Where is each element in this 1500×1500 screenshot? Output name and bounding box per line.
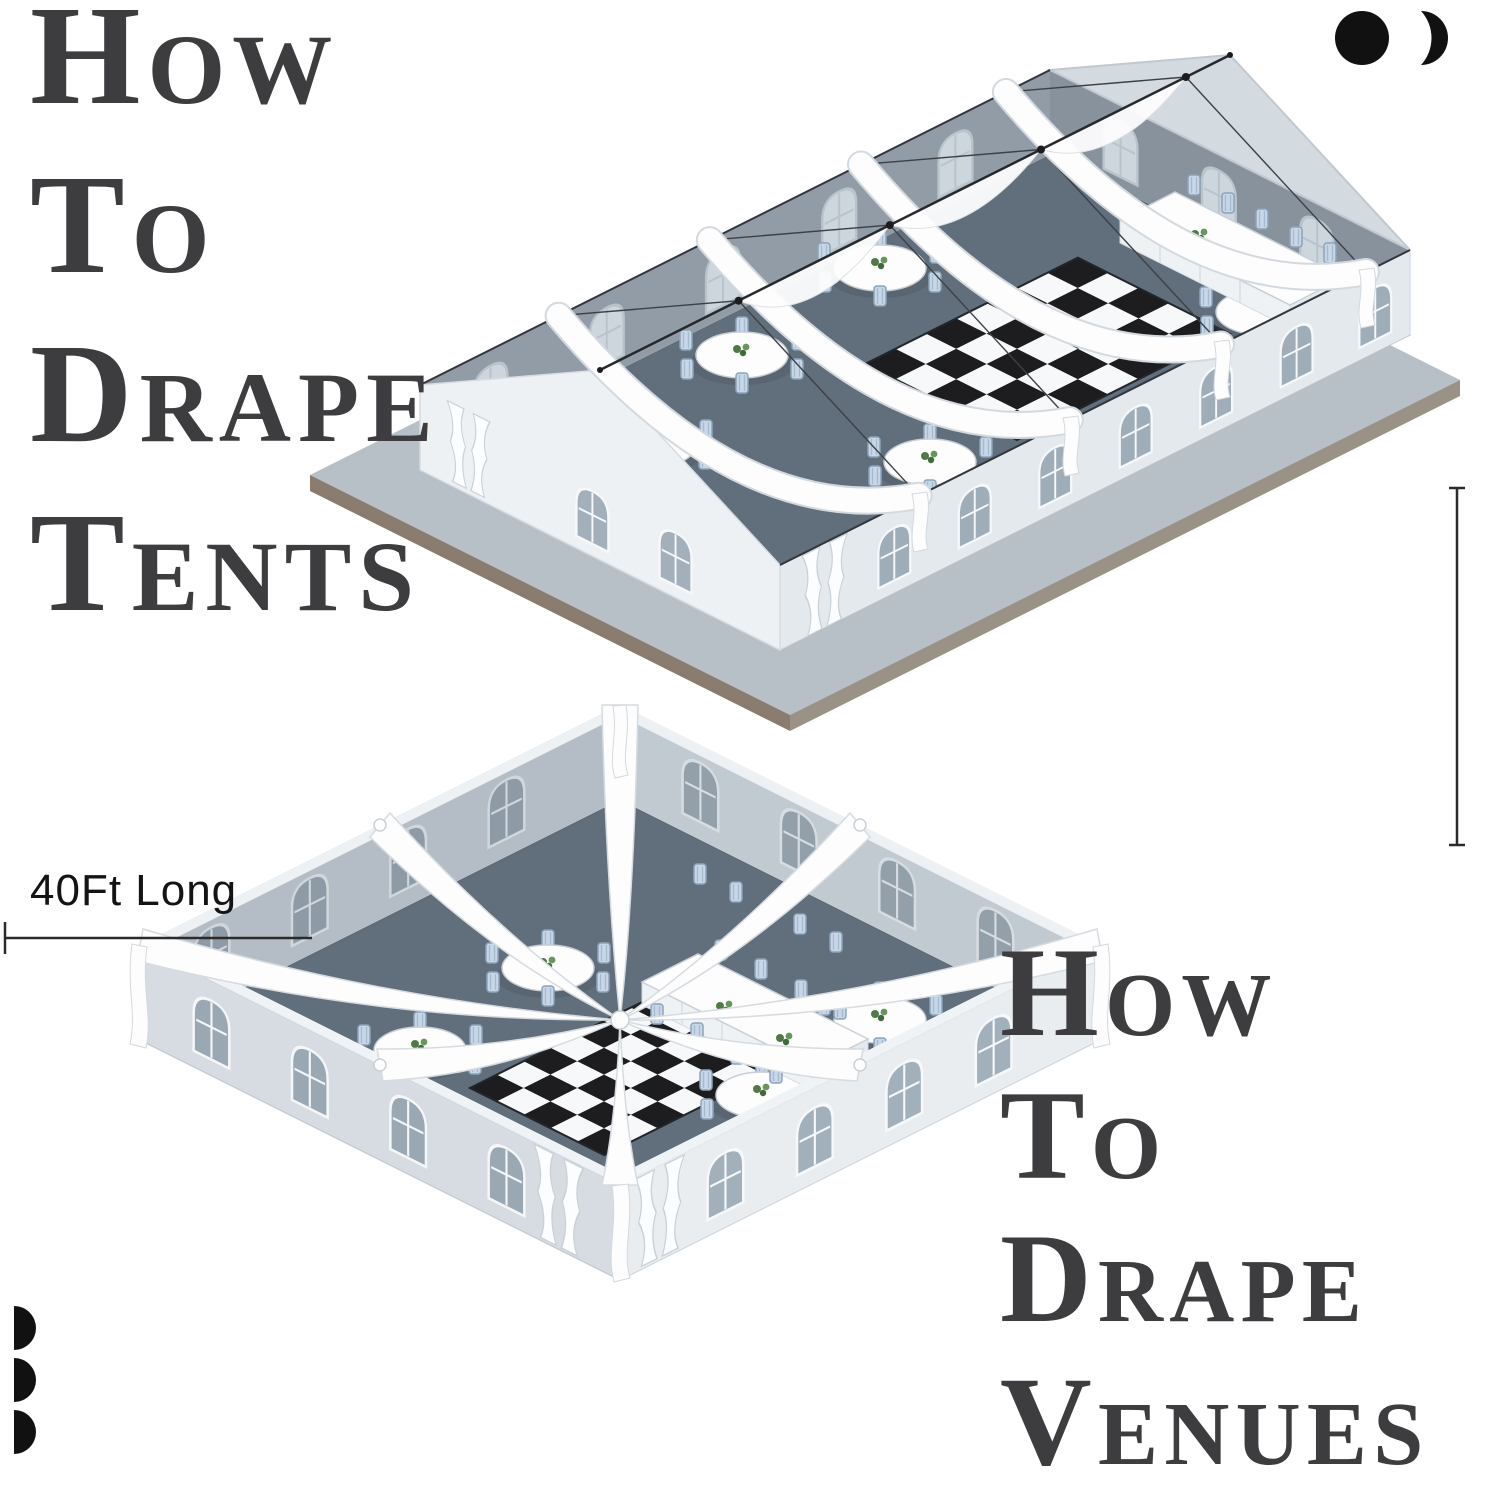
tent-ridge-line <box>599 53 1231 372</box>
title-top-line-2: to <box>30 145 217 303</box>
tent-drape-tails <box>911 267 1376 553</box>
brand-mark-top-right-icon <box>1335 11 1448 65</box>
venue-illustration <box>129 704 1111 1283</box>
title-top-line-3: Drape <box>30 314 440 472</box>
venue-far-left-wall <box>140 705 620 1040</box>
tent-illustration <box>310 52 1460 731</box>
title-top-line-1: How <box>30 0 340 134</box>
venue-drape-apex <box>610 1010 630 1030</box>
height-dimension-line <box>1449 486 1465 847</box>
tent-left-eave <box>419 69 1051 386</box>
title-top-line-4: Tents <box>30 483 421 641</box>
tent-near-gable <box>419 369 781 652</box>
tent-drape-cables <box>558 76 1367 497</box>
venue-star-drapes <box>136 704 1104 1186</box>
venue-far-right-wall <box>620 705 1100 1040</box>
length-dimension-label: 40Ft Long <box>30 866 238 915</box>
title-bottom-line-1: How <box>1000 923 1278 1063</box>
title-bottom-line-3: Drape <box>1000 1209 1369 1349</box>
title-bottom: How to Drape Venues <box>1000 928 1430 1500</box>
scene-svg <box>3 11 1465 1454</box>
tent-plate-edge-left <box>310 475 790 731</box>
length-dimension-line <box>3 922 312 954</box>
venue-drape-tails <box>129 704 1111 1283</box>
tent-ridge-anchors <box>597 52 1233 373</box>
venue-drape-knots <box>373 818 867 1072</box>
brand-mark-bottom-left-icon <box>14 1306 36 1454</box>
title-top: How to Drape Tents <box>30 0 440 654</box>
title-bottom-line-2: to <box>1000 1066 1168 1206</box>
title-bottom-line-4: Venues <box>1000 1352 1430 1492</box>
tent-plate-edge-right <box>790 380 1460 731</box>
